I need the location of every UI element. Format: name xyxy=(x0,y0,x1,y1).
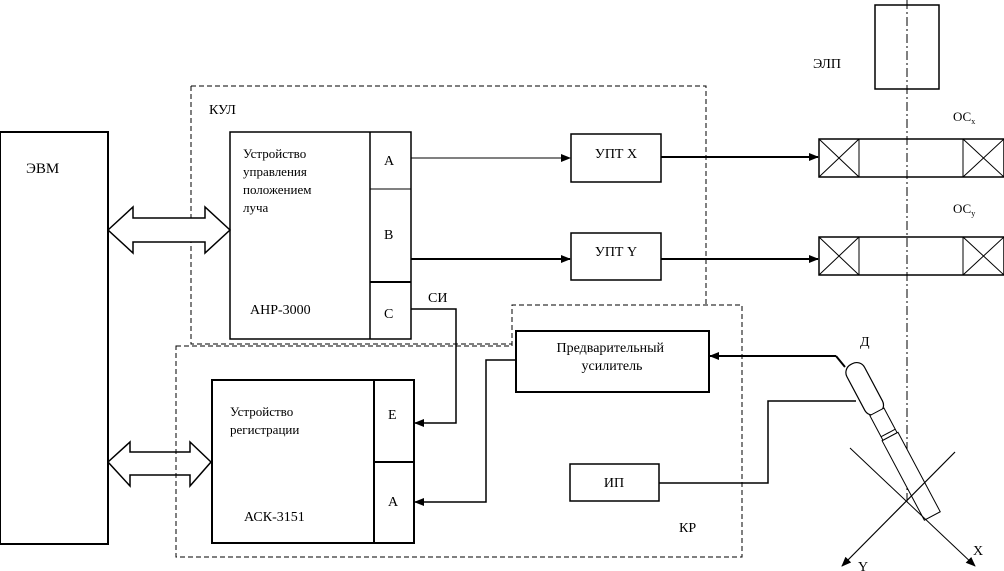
beam-controller-title: Устройство управления положением луча xyxy=(243,146,315,215)
coil-x-label: ОСx xyxy=(953,109,975,126)
preamp-title: Предварительный усилитель xyxy=(557,341,668,374)
kul-group-label: КУЛ xyxy=(209,103,236,118)
recorder-port-a-label: A xyxy=(388,495,399,510)
sync-signal-label: СИ xyxy=(428,291,447,306)
beam-controller-model: АНР-3000 xyxy=(250,303,311,318)
line-detector-to-preamp xyxy=(710,356,846,368)
amp-x-block: УПТ X xyxy=(570,133,662,183)
kr-group: КР xyxy=(175,304,743,558)
line-preamp-to-port-a xyxy=(414,359,516,506)
recorder-model: АСК-3151 xyxy=(244,510,305,525)
port-a-label: A xyxy=(384,154,395,169)
bus-arrow-computer-controller xyxy=(106,205,232,255)
recorder-title: Устройство регистрации xyxy=(230,404,299,437)
kul-group: КУЛ xyxy=(190,85,707,345)
axis-x-label: X xyxy=(973,544,983,559)
axis-y-label: Y xyxy=(858,560,868,571)
computer-label: ЭВМ xyxy=(26,161,59,177)
coil-y-label: ОСy xyxy=(953,201,975,218)
elp-block: ЭЛП xyxy=(813,4,940,90)
detector: Д xyxy=(845,335,941,521)
power-supply-label: ИП xyxy=(604,476,624,491)
preamp-block: Предварительный усилитель xyxy=(515,330,710,393)
computer-block: ЭВМ xyxy=(0,131,109,545)
recorder-block: Устройство регистрации АСК-3151 E A xyxy=(211,379,415,544)
coil-x: ОСx xyxy=(818,109,1004,178)
line-port-c-to-port-e xyxy=(411,308,457,427)
port-c-label: C xyxy=(384,307,393,322)
coordinate-axes: X Y xyxy=(841,447,983,571)
power-supply-block: ИП xyxy=(569,463,660,502)
detector-label: Д xyxy=(860,335,870,350)
amp-y-block: УПТ Y xyxy=(570,232,662,281)
kr-group-label: КР xyxy=(679,521,696,536)
coil-y: ОСy xyxy=(818,201,1004,276)
line-power-supply-to-detector xyxy=(659,400,856,484)
elp-label: ЭЛП xyxy=(813,57,841,72)
amp-x-label: УПТ X xyxy=(595,147,637,162)
amp-y-label: УПТ Y xyxy=(595,245,637,260)
port-b-label: B xyxy=(384,228,393,243)
recorder-port-e-label: E xyxy=(388,408,397,423)
bus-arrow-computer-recorder xyxy=(106,440,213,488)
beam-controller-block: Устройство управления положением луча АН… xyxy=(229,131,412,340)
